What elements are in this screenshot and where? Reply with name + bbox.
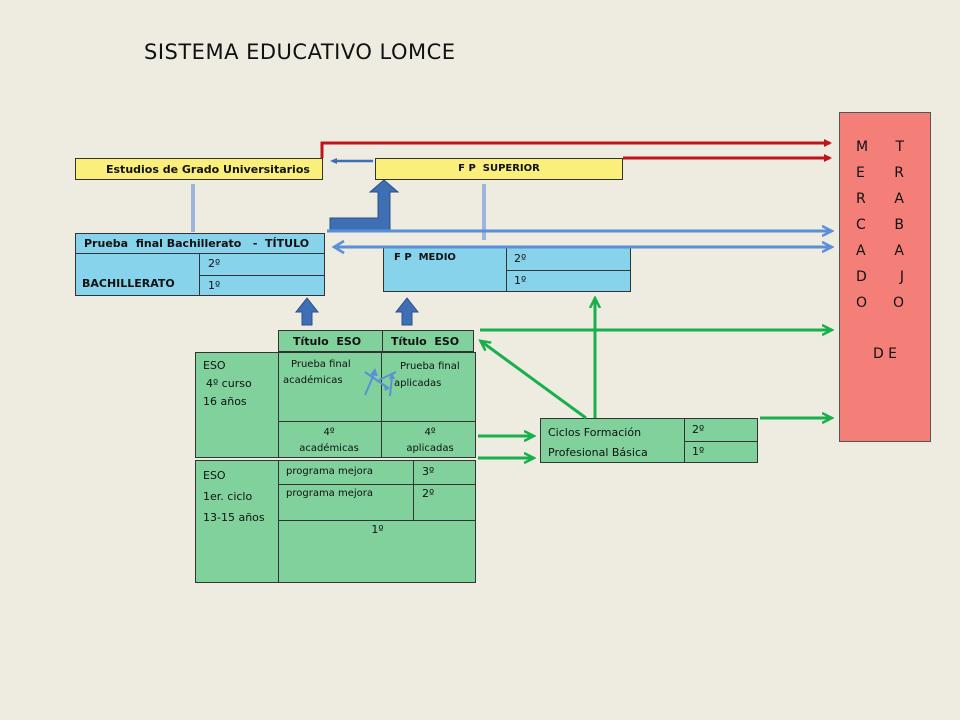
prueba-final-academicas: Prueba final académicas bbox=[283, 359, 351, 386]
bachillerato-course-2: 2º bbox=[208, 257, 221, 270]
eso-4-label: ESO 4º curso 16 años bbox=[203, 359, 252, 408]
trabajo-letter: T bbox=[895, 139, 904, 155]
eso-1-course-2: 2º bbox=[422, 487, 435, 500]
fp-medio-course-1: 1º bbox=[514, 274, 527, 287]
cuarto-academicas: 4º académicas bbox=[299, 427, 359, 454]
trabajo-letter: A bbox=[894, 191, 904, 207]
fp-medio-to-superior-arrow bbox=[329, 179, 400, 232]
eso-1-course-3: 3º bbox=[422, 465, 435, 478]
fp-medio-box: F P MEDIO 2º 1º bbox=[383, 246, 631, 292]
eso-1-box: ESO 1er. ciclo 13-15 años programa mejor… bbox=[195, 460, 476, 583]
trabajo-letter: B bbox=[894, 217, 904, 233]
trabajo-letter: J bbox=[899, 269, 904, 285]
mercado-letter: M bbox=[856, 139, 869, 155]
titulo-eso-academicas: Título ESO bbox=[293, 335, 362, 348]
trabajo-letter: R bbox=[894, 165, 904, 181]
mercado-letter: C bbox=[856, 217, 866, 233]
red-arrow-university bbox=[320, 139, 832, 158]
university-studies-label: Estudios de Grado Universitarios bbox=[106, 163, 310, 176]
mercado-letter: O bbox=[856, 295, 868, 311]
mercado-letter: E bbox=[856, 165, 865, 181]
fp-superior-box: F P SUPERIOR bbox=[375, 158, 623, 180]
bachillerato-header: Prueba final Bachillerato - TÍTULO bbox=[84, 237, 310, 250]
green-arrow-fp-basica-to-titulo bbox=[482, 342, 587, 420]
titulo-eso-row: Título ESO Título ESO bbox=[278, 330, 474, 352]
fp-basica-course-1: 1º bbox=[692, 445, 705, 458]
trabajo-letter: O bbox=[892, 295, 904, 311]
titulo-to-fp-medio-arrow bbox=[394, 297, 420, 326]
page-title: SISTEMA EDUCATIVO LOMCE bbox=[144, 40, 456, 64]
cuarto-aplicadas: 4º aplicadas bbox=[406, 427, 454, 454]
titulo-to-bachillerato-arrow bbox=[294, 297, 320, 326]
university-studies-box: Estudios de Grado Universitarios bbox=[75, 158, 323, 180]
fp-medio-course-2: 2º bbox=[514, 252, 527, 265]
eso-1-course-1: 1º bbox=[371, 523, 384, 536]
fp-superior-label: F P SUPERIOR bbox=[458, 163, 540, 174]
mercado-de-label: D E bbox=[872, 346, 898, 362]
prueba-final-aplicadas: Prueba final aplicadas bbox=[394, 361, 460, 389]
mercado-letter: R bbox=[856, 191, 866, 207]
crossing-arrows bbox=[364, 371, 397, 397]
fp-medio-label: F P MEDIO bbox=[394, 252, 456, 263]
fp-basica-label: Ciclos Formación Profesional Básica bbox=[548, 426, 648, 459]
fp-basica-course-2: 2º bbox=[692, 423, 705, 436]
eso-1-label: ESO 1er. ciclo 13-15 años bbox=[203, 469, 265, 524]
bachillerato-box: Prueba final Bachillerato - TÍTULO BACHI… bbox=[75, 233, 325, 296]
programa-mejora-3: programa mejora bbox=[286, 466, 374, 477]
eso-4-box: ESO 4º curso 16 años Prueba final académ… bbox=[195, 352, 476, 458]
bachillerato-label: BACHILLERATO bbox=[82, 277, 175, 290]
fp-basica-box: Ciclos Formación Profesional Básica 2º 1… bbox=[540, 418, 758, 463]
programa-mejora-2: programa mejora bbox=[286, 488, 374, 499]
trabajo-letter: A bbox=[894, 243, 904, 259]
bachillerato-course-1: 1º bbox=[208, 279, 221, 292]
titulo-eso-aplicadas: Título ESO bbox=[391, 335, 460, 348]
mercado-letter: D bbox=[856, 269, 867, 285]
mercado-letter: A bbox=[856, 243, 866, 259]
